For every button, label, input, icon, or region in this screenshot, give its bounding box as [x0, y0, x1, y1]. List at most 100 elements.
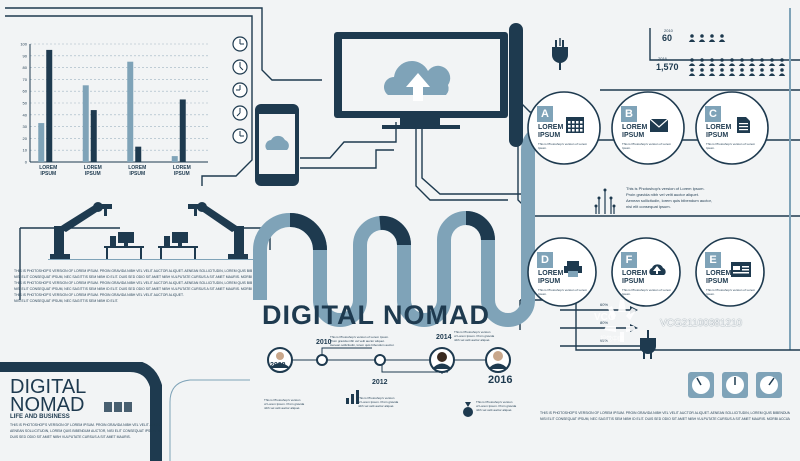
cloud-upload-icon — [384, 61, 451, 101]
circle-label-line1: LOREM — [622, 124, 648, 131]
left-paragraph-line: THIS IS PHOTOSHOP'S VERSION OF LOREM IPS… — [14, 293, 184, 297]
person-icon — [698, 68, 706, 76]
circle-letter-badge: B — [621, 106, 637, 122]
browser-window-icon — [731, 262, 751, 277]
timeline-year-4: 2014 — [436, 334, 452, 341]
y-tick-label: 30 — [23, 124, 28, 129]
timeline-note-line: of Lorem Ipsum. Proin gravida — [476, 404, 517, 408]
circle-label-line1: LOREM — [538, 270, 564, 277]
watermark-caption: 视觉中国 — [600, 337, 625, 343]
brand-body-line: DUIS SED ODIO SIT AMET NIBH VULPUTATE CU… — [10, 435, 131, 439]
person-icon — [768, 58, 776, 66]
cloud-upload-icon — [649, 264, 666, 275]
people-icon — [688, 34, 726, 42]
left-paragraph-line: NISI ELIT CONSEQUAT IPSUM, NEC SAGITTIS … — [14, 275, 252, 279]
timeline-year-3: 2012 — [372, 379, 388, 386]
person-icon — [748, 68, 756, 76]
timeline-year-2: 2010 — [316, 339, 332, 346]
smartphone-screen — [259, 114, 295, 174]
person-icon — [698, 58, 706, 66]
y-tick-label: 0 — [25, 160, 28, 165]
person-icon — [728, 58, 736, 66]
person-icon — [778, 58, 786, 66]
y-tick-label: 80 — [23, 65, 28, 70]
y-tick-label: 20 — [23, 136, 28, 141]
circle-caption: This is Photoshop's version of Lorem Ips… — [622, 142, 672, 150]
circle-caption: This is Photoshop's version of Lorem Ips… — [706, 142, 756, 150]
plug-icon-bottom — [640, 330, 656, 359]
circle-label-line1: LOREM — [538, 124, 564, 131]
person-icon — [728, 68, 736, 76]
clock-column — [232, 36, 248, 153]
watermark-logo — [604, 300, 636, 342]
y-tick-label: 60 — [23, 89, 28, 94]
x-tick-label: LOREM — [173, 165, 191, 171]
circle-letter-badge: C — [705, 106, 721, 122]
cloud-icon — [265, 135, 289, 150]
mid-text-line: Proin gravida nibh vel velit auctor aliq… — [626, 192, 699, 197]
arrow-label-1: 60% — [600, 302, 609, 307]
left-paragraph: THIS IS PHOTOSHOP'S VERSION OF LOREM IPS… — [14, 268, 252, 304]
left-paragraph-line: NISI ELIT CONSEQUAT IPSUM, NEC SAGITTIS … — [14, 299, 119, 303]
circle-label-line2: IPSUM — [538, 278, 561, 285]
timeline-note-line: Aenean sollicitudin, lorem quis bibendum… — [330, 343, 395, 347]
x-tick-label: LOREM — [128, 165, 146, 171]
circle-label-line2: IPSUM — [622, 132, 645, 139]
watermark-text: VCG — [594, 312, 616, 323]
person-icon — [748, 58, 756, 66]
robot-arms-illustration — [48, 202, 258, 260]
watermark-id: VCG21100381210 — [660, 318, 743, 329]
circle-label-line2: IPSUM — [706, 132, 729, 139]
x-tick-label: IPSUM — [85, 171, 101, 177]
bar-series-1 — [38, 123, 45, 162]
y-tick-label: 90 — [23, 53, 28, 58]
timeline-note-b: This is Photoshop's version of Lorem Ips… — [330, 335, 410, 347]
stat-year-2: 2016 — [658, 56, 667, 61]
person-icon — [688, 58, 696, 66]
envelope-icon — [649, 118, 669, 132]
mid-text-line: nisi elit consequat ipsum. — [626, 204, 671, 209]
timeline-note-line: This is Photoshop's version — [264, 398, 301, 402]
timeline-note-line: This is Photoshop's version — [358, 396, 395, 400]
timeline-note-line: nibh vel velit auctor aliquet. — [264, 406, 301, 410]
person-icon — [768, 68, 776, 76]
person-icon — [698, 34, 706, 42]
y-tick-label: 50 — [23, 101, 28, 106]
person-icon — [738, 68, 746, 76]
left-paragraph-line: THIS IS PHOTOSHOP'S VERSION OF LOREM IPS… — [14, 269, 252, 273]
stat-value-2: 1,570 — [656, 62, 679, 72]
person-icon — [718, 34, 726, 42]
mid-text-line: This is Photoshop's version of Lorem Ips… — [626, 186, 705, 191]
timeline-note-line: nibh vel velit auctor aliquet. — [476, 408, 513, 412]
monitor-screen — [342, 39, 500, 111]
circle-caption: This is Photoshop's version of Lorem Ips… — [706, 288, 756, 296]
chart-growth-icon — [346, 390, 359, 404]
timeline-note-line: of Lorem Ipsum. Proin gravida — [264, 402, 305, 406]
people-crowd-icon — [688, 58, 786, 76]
brand-title-line1: DIGITAL — [10, 376, 87, 398]
timeline-note-line: This is Photoshop's version of Lorem Ips… — [330, 335, 389, 339]
printer-icon — [564, 261, 582, 277]
circle-caption: This is Photoshop's version of Lorem Ips… — [622, 288, 672, 296]
smartphone — [255, 104, 299, 186]
x-tick-label: LOREM — [39, 165, 57, 171]
plug-icon — [552, 40, 568, 70]
calculator-icon — [566, 117, 584, 133]
brand-panel-shape — [0, 362, 250, 461]
monitor-stand — [400, 117, 440, 126]
y-tick-label: 100 — [20, 42, 27, 47]
brand-tagline: LIFE AND BUSINESS — [10, 414, 70, 420]
person-icon — [718, 58, 726, 66]
circle-label-line1: LOREM — [706, 124, 732, 131]
bar-series-2 — [46, 49, 53, 162]
circle-caption: This is Photoshop's version of Lorem Ips… — [538, 142, 588, 150]
x-tick-label: IPSUM — [174, 171, 190, 177]
stat-year-1: 2010 — [664, 28, 673, 33]
